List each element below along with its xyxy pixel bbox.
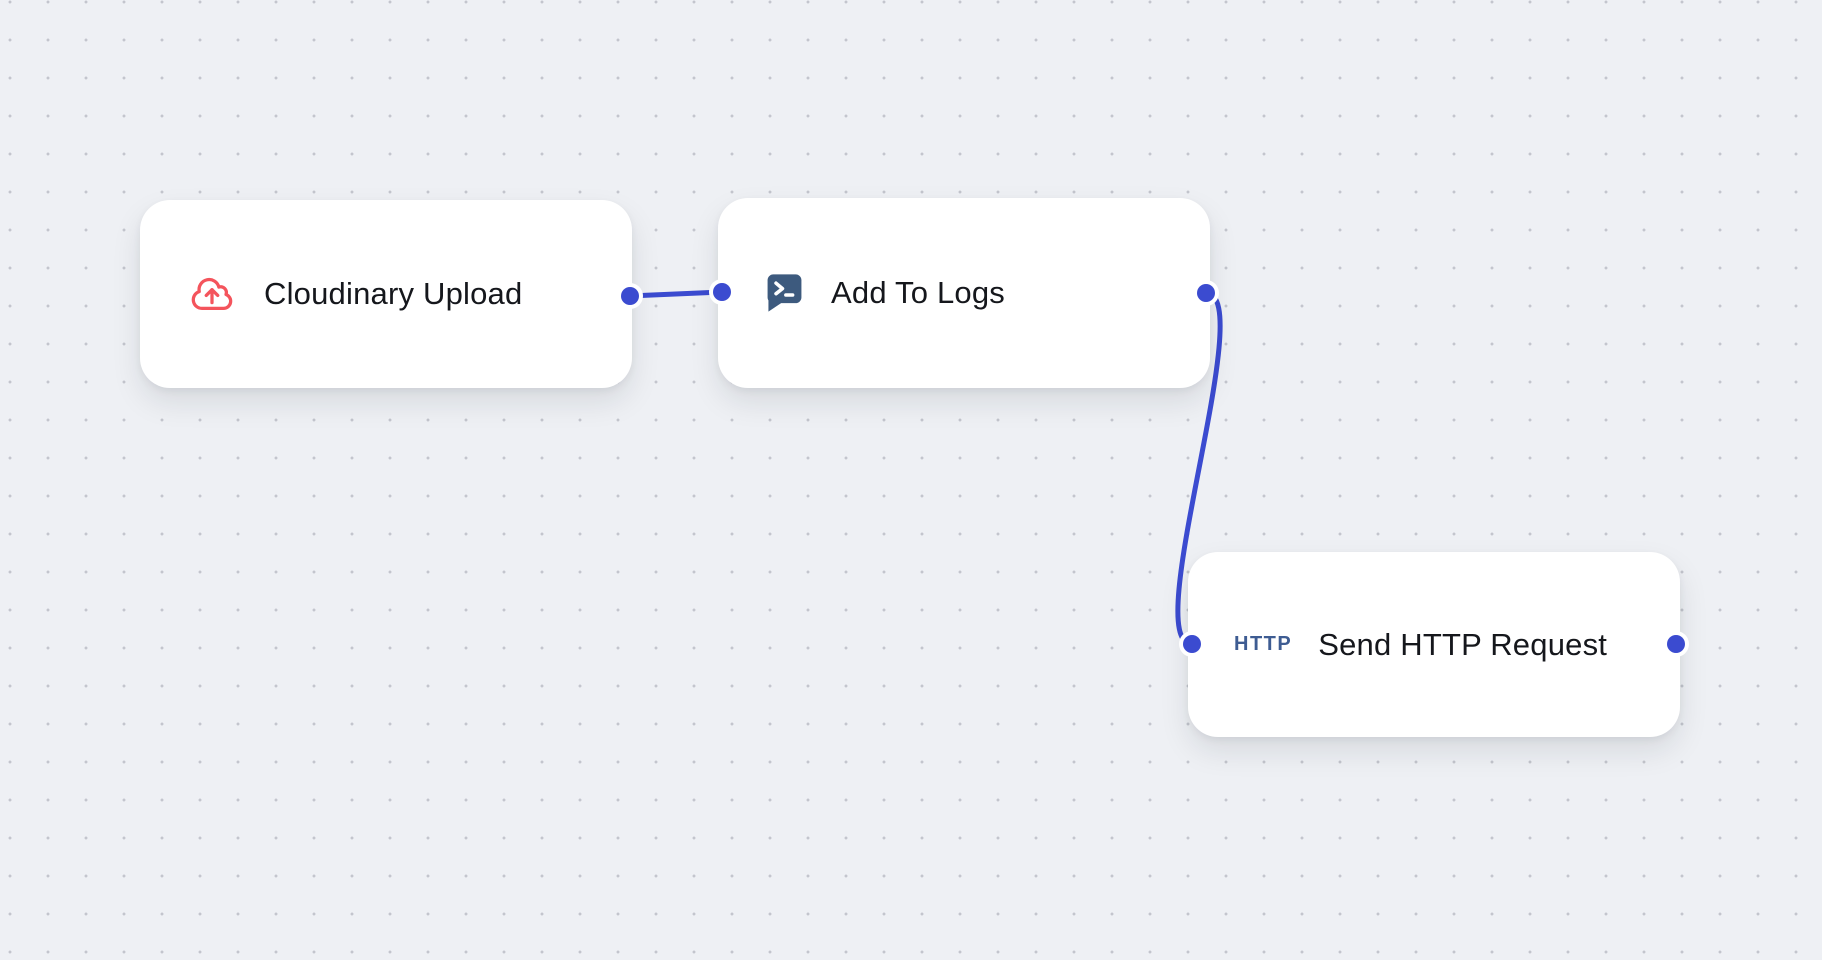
node-add-to-logs[interactable]: Add To Logs [718,198,1210,388]
edge-logs-to-http[interactable] [1175,290,1223,647]
node-title: Add To Logs [831,275,1005,310]
handle-http-target-left[interactable] [1183,635,1201,653]
http-badge-icon: HTTP [1234,633,1292,656]
handle-logs-source-right[interactable] [1197,284,1215,302]
node-title: Send HTTP Request [1318,626,1608,662]
edge-cloudinary-to-logs[interactable] [627,289,725,299]
http-badge-text: HTTP [1234,633,1293,655]
cloud-upload-icon [186,271,238,317]
handle-http-source-right[interactable] [1667,635,1685,653]
handle-logs-target-left[interactable] [713,283,731,301]
node-title: Cloudinary Upload [264,276,523,311]
terminal-bubble-icon [764,271,805,315]
handle-cloudinary-source-right[interactable] [621,287,639,305]
node-cloudinary-upload[interactable]: Cloudinary Upload [140,200,632,388]
node-send-http-request[interactable]: HTTP Send HTTP Request [1188,552,1680,737]
